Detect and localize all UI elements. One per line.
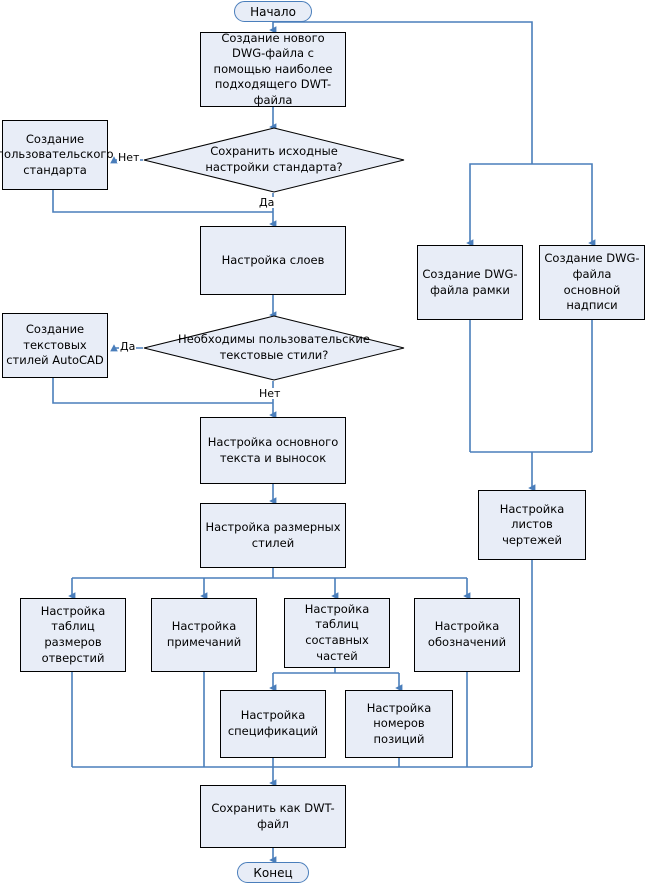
node-user-standard-label: Создание пользовательского стандарта [0, 131, 114, 177]
node-start[interactable]: Начало [234, 1, 312, 22]
node-main-text-and-leaders[interactable]: Настройка основного текста и выносок [200, 417, 346, 484]
node-symbols-setup-label: Настройка обозначений [427, 619, 507, 649]
node-frame-dwg-file-label: Создание DWG-файла рамки [422, 266, 518, 297]
node-part-tables[interactable]: Настройка таблиц составных частей [284, 598, 390, 668]
decision-diamond-shape [143, 127, 405, 193]
node-create-text-styles[interactable]: Создание текстовых стилей AutoCAD [2, 313, 108, 378]
node-keep-standard-decision[interactable]: Сохранить исходные настройки стандарта? [143, 127, 405, 193]
node-specifications-setup-label: Настройка спецификаций [227, 708, 319, 738]
node-user-standard[interactable]: Создание пользовательского стандарта [0, 120, 113, 190]
node-balloon-numbers-setup-label: Настройка номеров позиций [366, 700, 432, 746]
node-create-dwg-file-label: Создание нового DWG-файла с помощью наиб… [213, 30, 333, 107]
node-create-dwg-file[interactable]: Создание нового DWG-файла с помощью наиб… [200, 30, 346, 107]
decision-diamond-shape [143, 315, 405, 381]
node-create-text-styles-label: Создание текстовых стилей AutoCAD [6, 322, 104, 368]
node-notes-setup[interactable]: Настройка примечаний [151, 598, 257, 672]
node-part-tables-label: Настройка таблиц составных частей [304, 601, 370, 663]
node-specifications-setup[interactable]: Настройка спецификаций [220, 690, 326, 758]
node-save-as-dwt[interactable]: Сохранить как DWT-файл [200, 785, 346, 848]
node-title-block-dwg-file-label: Создание DWG-файла основной надписи [544, 251, 640, 313]
node-layers-setup-label: Настройка слоев [221, 252, 325, 267]
node-title-block-dwg-file[interactable]: Создание DWG-файла основной надписи [539, 245, 645, 320]
node-layers-setup[interactable]: Настройка слоев [200, 226, 346, 295]
node-balloon-numbers-setup[interactable]: Настройка номеров позиций [345, 690, 453, 758]
node-need-text-styles-decision[interactable]: Необходимы пользовательские текстовые ст… [143, 315, 405, 381]
edge-label-text-styles-yes: Да [119, 340, 137, 353]
node-symbols-setup[interactable]: Настройка обозначений [414, 598, 520, 672]
node-keep-standard-decision-label: Сохранить исходные настройки стандарта? [205, 144, 343, 174]
node-end-label: Конец [253, 865, 293, 880]
node-dimension-styles[interactable]: Настройка размерных стилей [200, 503, 346, 568]
node-hole-tables[interactable]: Настройка таблиц размеров отверстий [20, 598, 126, 672]
node-need-text-styles-decision-label: Необходимы пользовательские текстовые ст… [178, 332, 370, 362]
node-start-label: Начало [250, 4, 296, 19]
node-hole-tables-label: Настройка таблиц размеров отверстий [40, 603, 106, 665]
edge-label-keep-standard-yes: Да [258, 196, 276, 209]
edge-label-text-styles-no: Нет [258, 387, 282, 400]
node-notes-setup-label: Настройка примечаний [166, 619, 242, 649]
node-save-as-dwt-label: Сохранить как DWT-файл [211, 800, 335, 831]
node-frame-dwg-file[interactable]: Создание DWG-файла рамки [417, 245, 523, 320]
node-drawing-sheets-setup[interactable]: Настройка листов чертежей [478, 490, 586, 560]
node-drawing-sheets-setup-label: Настройка листов чертежей [499, 501, 565, 547]
node-dimension-styles-label: Настройка размерных стилей [205, 519, 341, 550]
node-end[interactable]: Конец [237, 862, 309, 883]
node-main-text-and-leaders-label: Настройка основного текста и выносок [207, 434, 339, 465]
edge-label-keep-standard-no: Нет [117, 151, 141, 164]
